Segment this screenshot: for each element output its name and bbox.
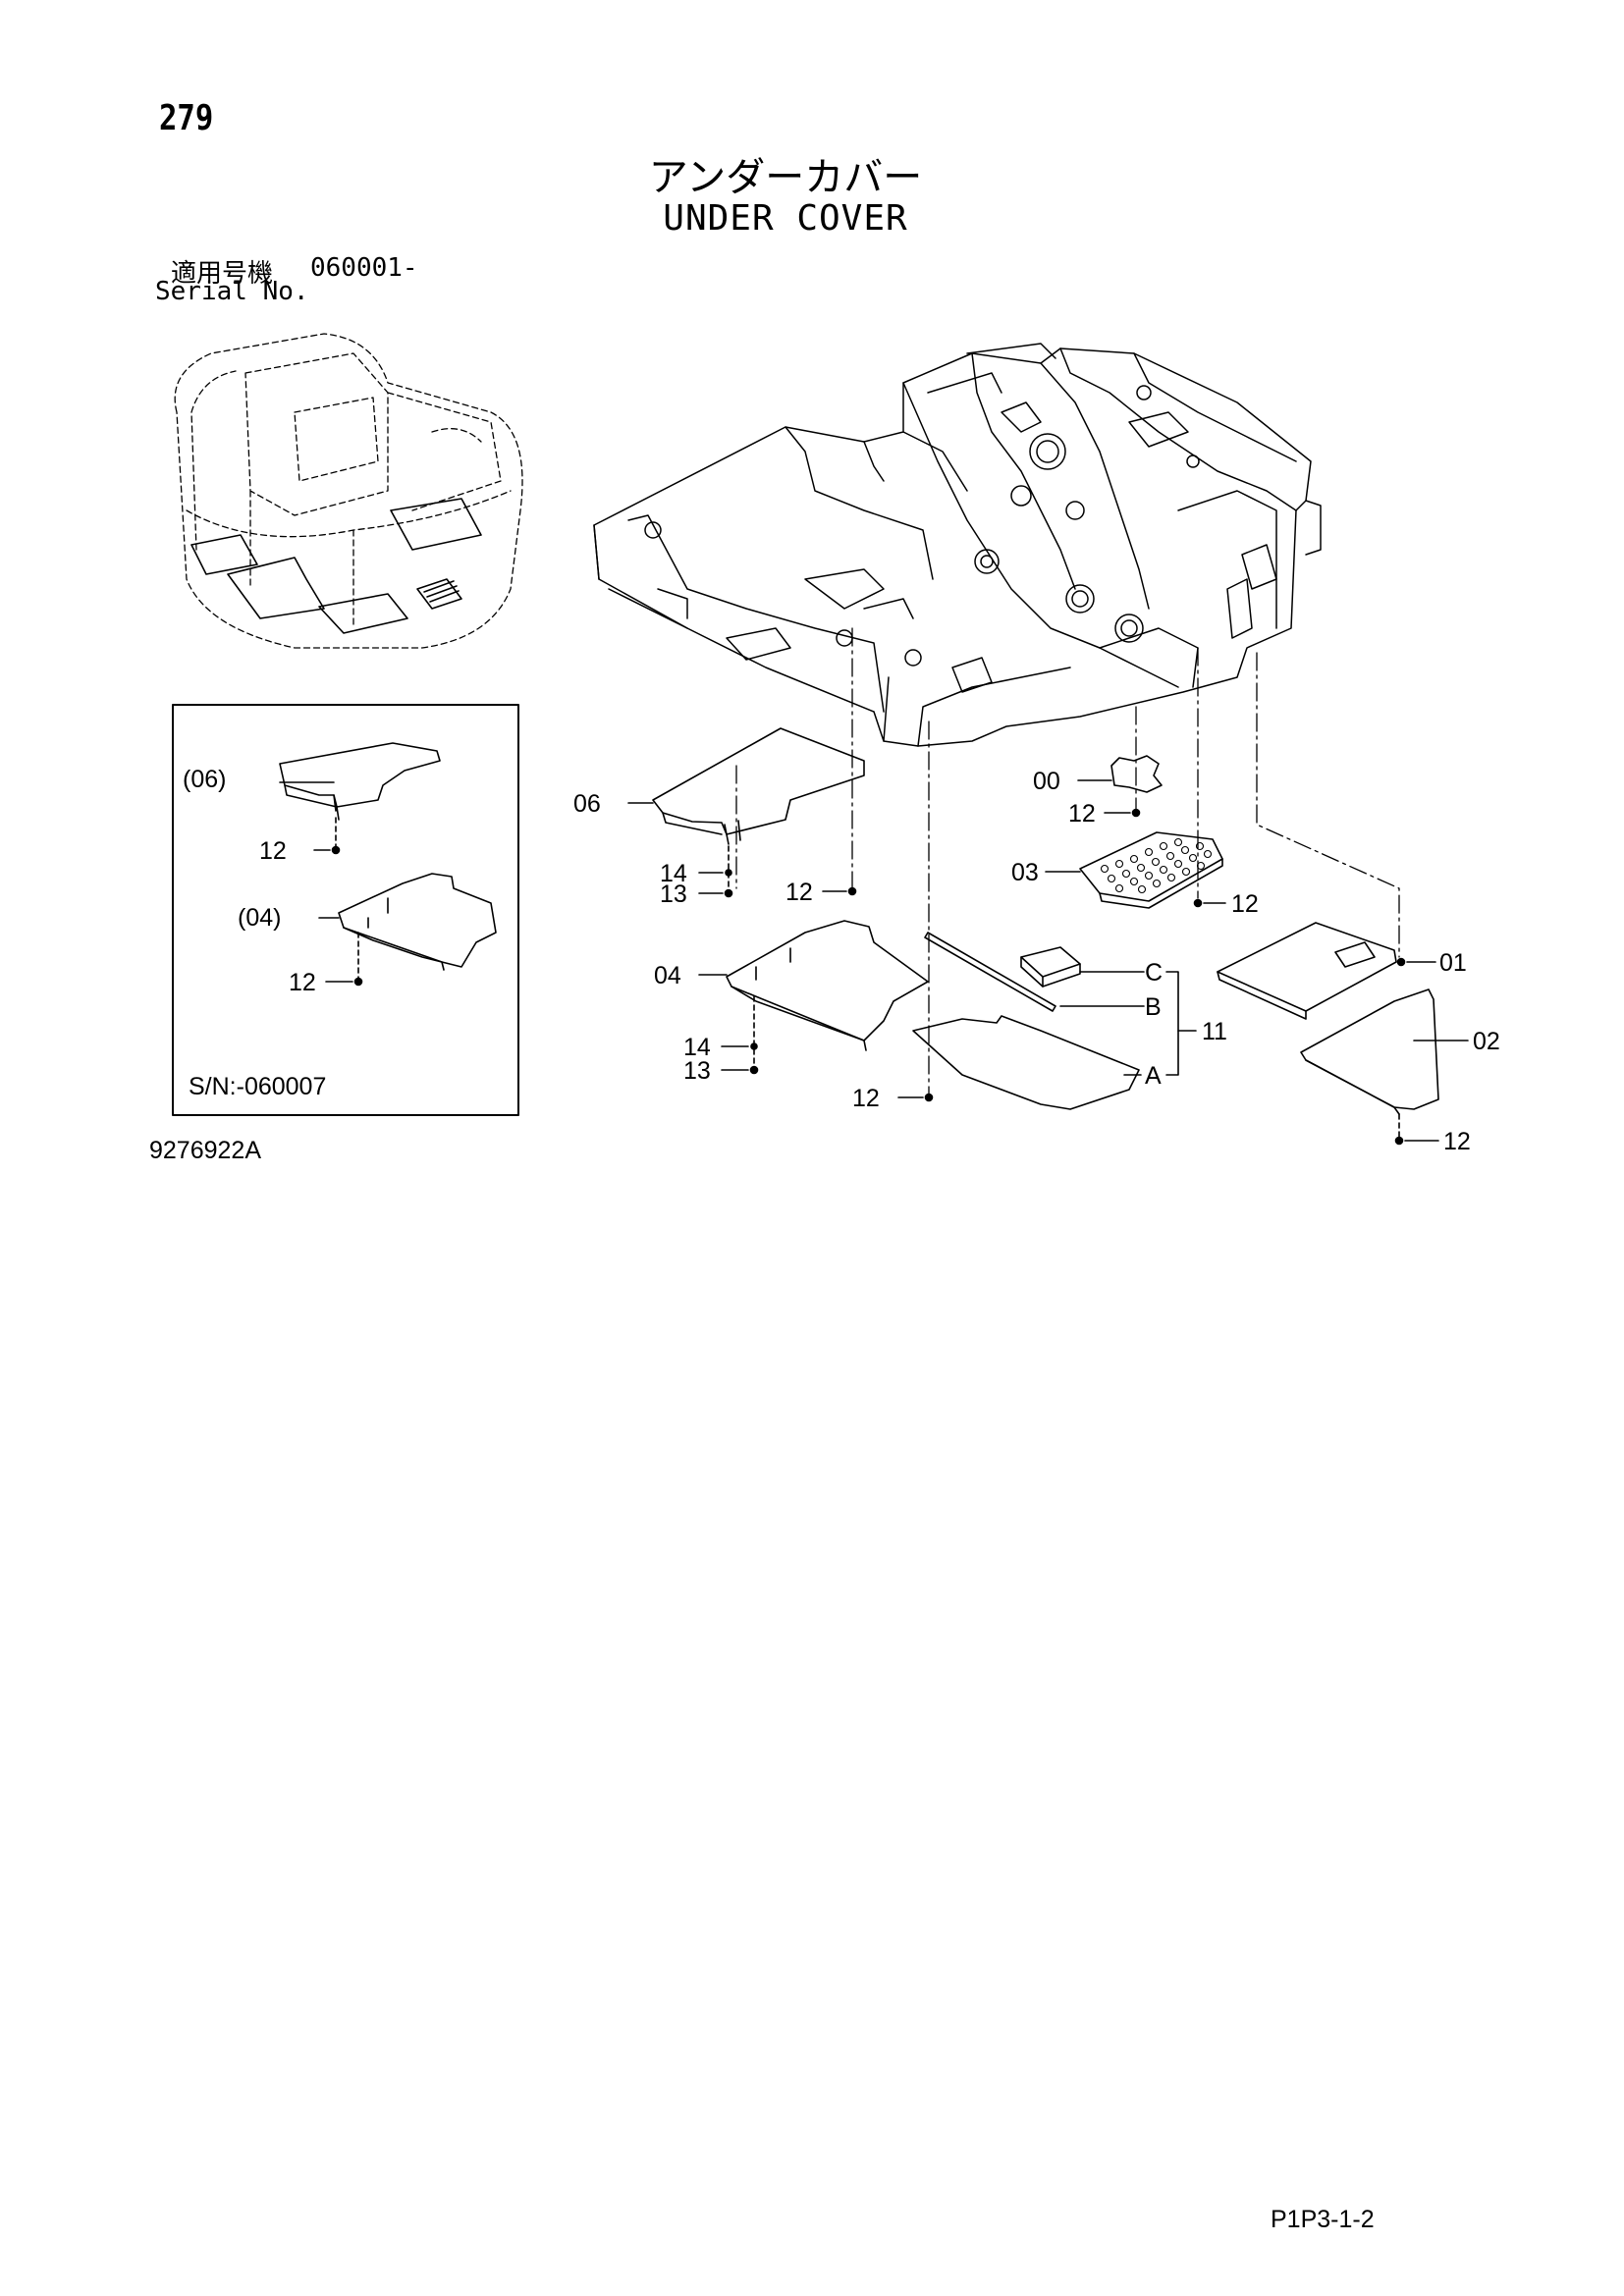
- serial-label-english: Serial No.: [155, 277, 309, 306]
- alignment-lines: [735, 627, 1400, 1095]
- cover-02: [1300, 988, 1469, 1146]
- cover-00: [1077, 755, 1163, 818]
- item-11-parts: [897, 932, 1197, 1110]
- title-japanese: アンダーカバー: [648, 155, 923, 200]
- drawing-number: 9276922A: [149, 1137, 262, 1164]
- cover-06: [627, 727, 865, 898]
- callout-11: 11: [1202, 1018, 1227, 1045]
- inset-frame: [172, 704, 519, 1116]
- callout-12-e: 12: [1443, 1128, 1471, 1155]
- cover-01: [1217, 922, 1436, 1020]
- title-english: UNDER COVER: [663, 198, 908, 239]
- page-number: 279: [159, 98, 214, 138]
- callout-12-b: 12: [1068, 800, 1096, 828]
- callout-12-c: 12: [1231, 890, 1259, 918]
- callout-12-a: 12: [785, 879, 813, 906]
- serial-value: 060001-: [310, 253, 418, 283]
- callout-C: C: [1145, 959, 1163, 987]
- inset-label-04: (04): [238, 904, 281, 932]
- callout-13-upper: 13: [660, 881, 687, 908]
- inset-cover-06: [279, 742, 441, 855]
- callout-04: 04: [654, 962, 681, 989]
- inset-serial-range: S/N:-060007: [189, 1073, 326, 1100]
- callout-06: 06: [573, 790, 601, 818]
- callout-14-upper: 14: [660, 860, 687, 887]
- inset-label-12-lower: 12: [289, 969, 316, 996]
- callout-12-d: 12: [852, 1085, 880, 1112]
- callout-13-lower: 13: [683, 1057, 711, 1085]
- serial-label-japanese: 適用号機: [171, 259, 274, 289]
- callout-01: 01: [1439, 949, 1467, 977]
- machine-overview-illustration: [174, 333, 523, 649]
- callout-03: 03: [1011, 859, 1039, 886]
- inset-cover-04: [318, 873, 497, 987]
- callout-02: 02: [1473, 1028, 1500, 1055]
- inset-label-06: (06): [183, 766, 226, 793]
- sheet-code: P1P3-1-2: [1271, 2206, 1375, 2233]
- callout-00: 00: [1033, 768, 1060, 795]
- inset-label-12-upper: 12: [259, 837, 287, 865]
- machine-overview-covers: [190, 498, 482, 634]
- cover-03: [1045, 831, 1226, 909]
- callout-B: B: [1145, 993, 1162, 1021]
- cover-04: [698, 920, 929, 1075]
- callout-A: A: [1145, 1062, 1162, 1090]
- callout-14-lower: 14: [683, 1034, 711, 1061]
- main-frame: [593, 343, 1322, 747]
